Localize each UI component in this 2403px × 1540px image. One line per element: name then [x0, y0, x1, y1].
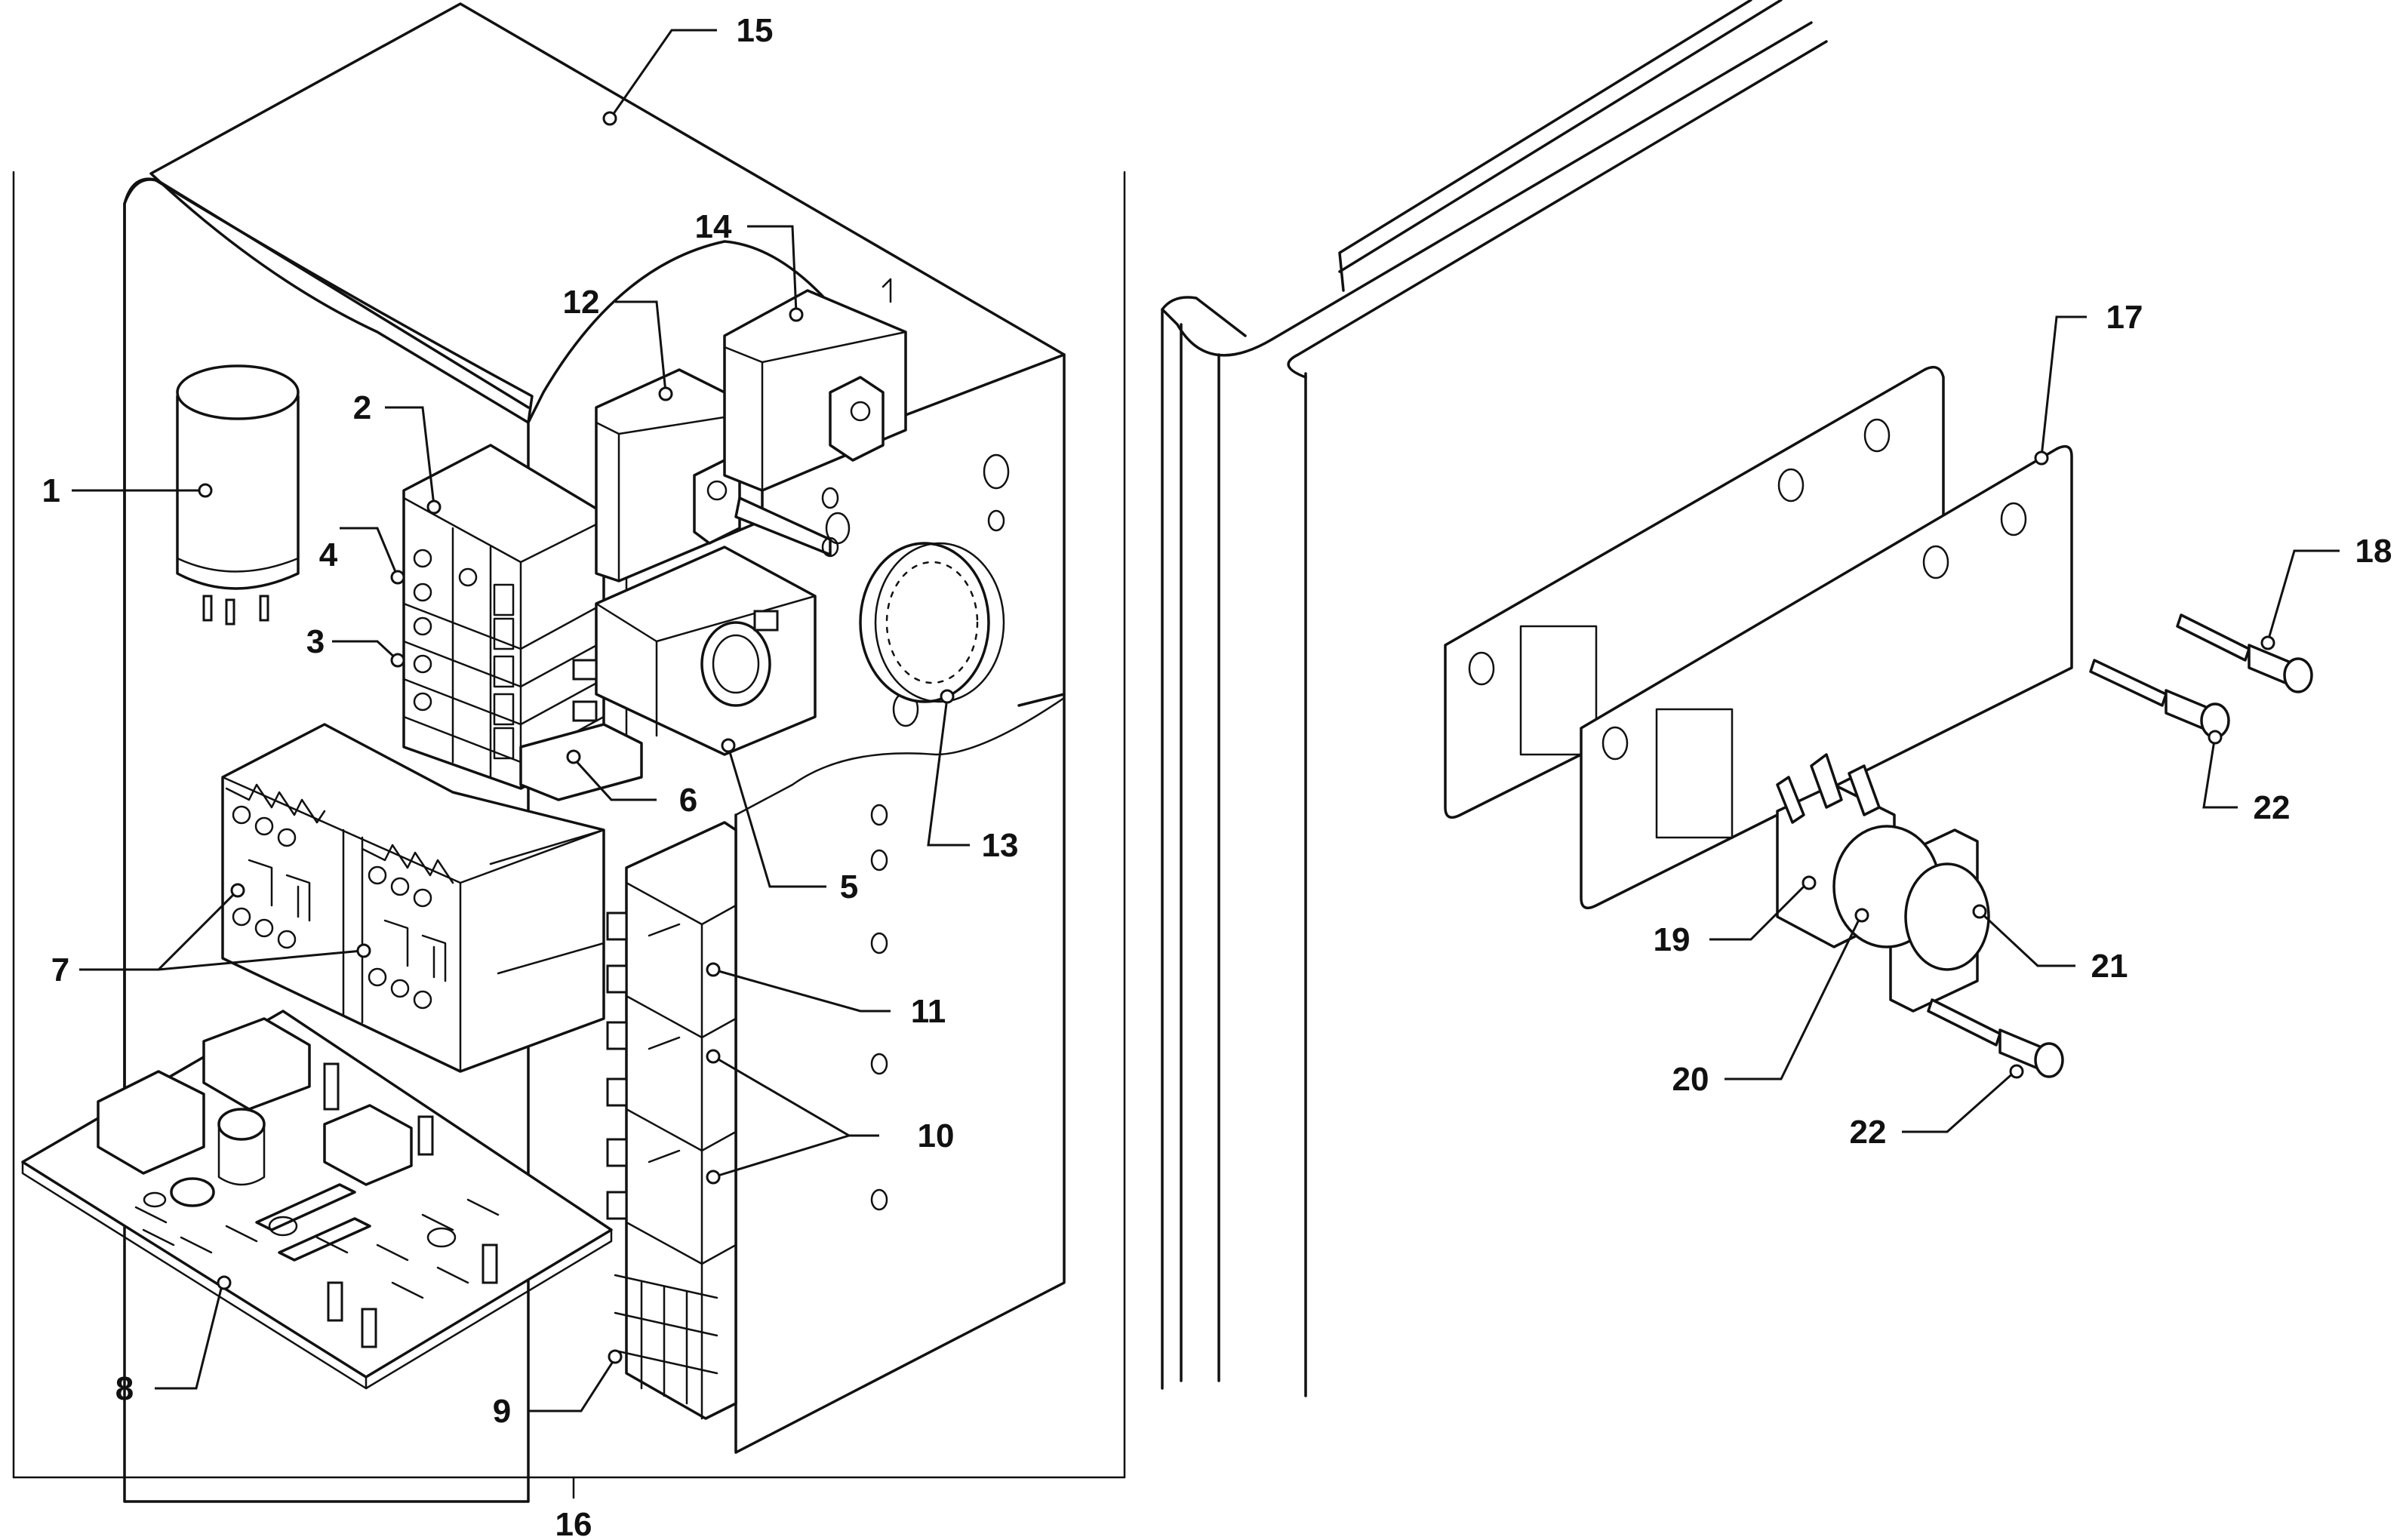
- callout-21: 21: [2091, 948, 2128, 985]
- contactors-part-7: [221, 723, 605, 1073]
- callout-13: 13: [982, 827, 1019, 864]
- callout-14: 14: [695, 208, 732, 245]
- callout-9: 9: [493, 1393, 511, 1430]
- relays-parts-9-10-11: [606, 821, 737, 1420]
- callout-22-upper: 22: [2254, 789, 2291, 826]
- callout-6: 6: [679, 782, 697, 819]
- callout-5: 5: [840, 868, 858, 905]
- callout-12: 12: [563, 284, 600, 321]
- callout-10: 10: [918, 1117, 955, 1154]
- callout-8: 8: [115, 1370, 134, 1407]
- callout-labels: 1 2 4 3 6 5 13 7 11 10 8 9 16 12 14 15 1…: [42, 12, 2392, 1540]
- gasket-plate-part-17: [1444, 365, 2073, 910]
- callout-4: 4: [319, 536, 338, 573]
- indicator-lamp-part-22-lower: [1927, 998, 2064, 1078]
- capacitor-part-1: [176, 364, 300, 626]
- callout-19: 19: [1654, 921, 1691, 958]
- callout-16: 16: [555, 1506, 592, 1540]
- circuit-board-part-8: [21, 1010, 613, 1390]
- indicator-lamp-part-18: [2176, 613, 2313, 693]
- rotary-switch-part-14: [723, 278, 907, 492]
- callout-1: 1: [42, 472, 60, 509]
- indicator-lamp-part-22-upper: [2089, 659, 2230, 739]
- push-switch-parts-19-20-21: [1776, 753, 1990, 1013]
- callout-15: 15: [737, 12, 774, 49]
- callout-2: 2: [353, 389, 371, 426]
- callout-17: 17: [2106, 299, 2143, 336]
- callout-7: 7: [51, 951, 69, 988]
- assembly-bracket-16: [12, 171, 1126, 1499]
- timer-dial-part-13: [859, 542, 1005, 703]
- callout-11: 11: [911, 993, 946, 1030]
- callout-leaders: [72, 29, 2340, 1412]
- panel-door: [1161, 0, 1828, 1397]
- relay-base-part-6: [519, 723, 643, 801]
- callout-3: 3: [306, 623, 325, 660]
- callout-18: 18: [2355, 533, 2392, 570]
- rotary-switch-part-12: [595, 368, 839, 582]
- callout-22-lower: 22: [1850, 1114, 1887, 1151]
- callout-20: 20: [1672, 1061, 1709, 1098]
- thermostat-part-5: [572, 546, 817, 756]
